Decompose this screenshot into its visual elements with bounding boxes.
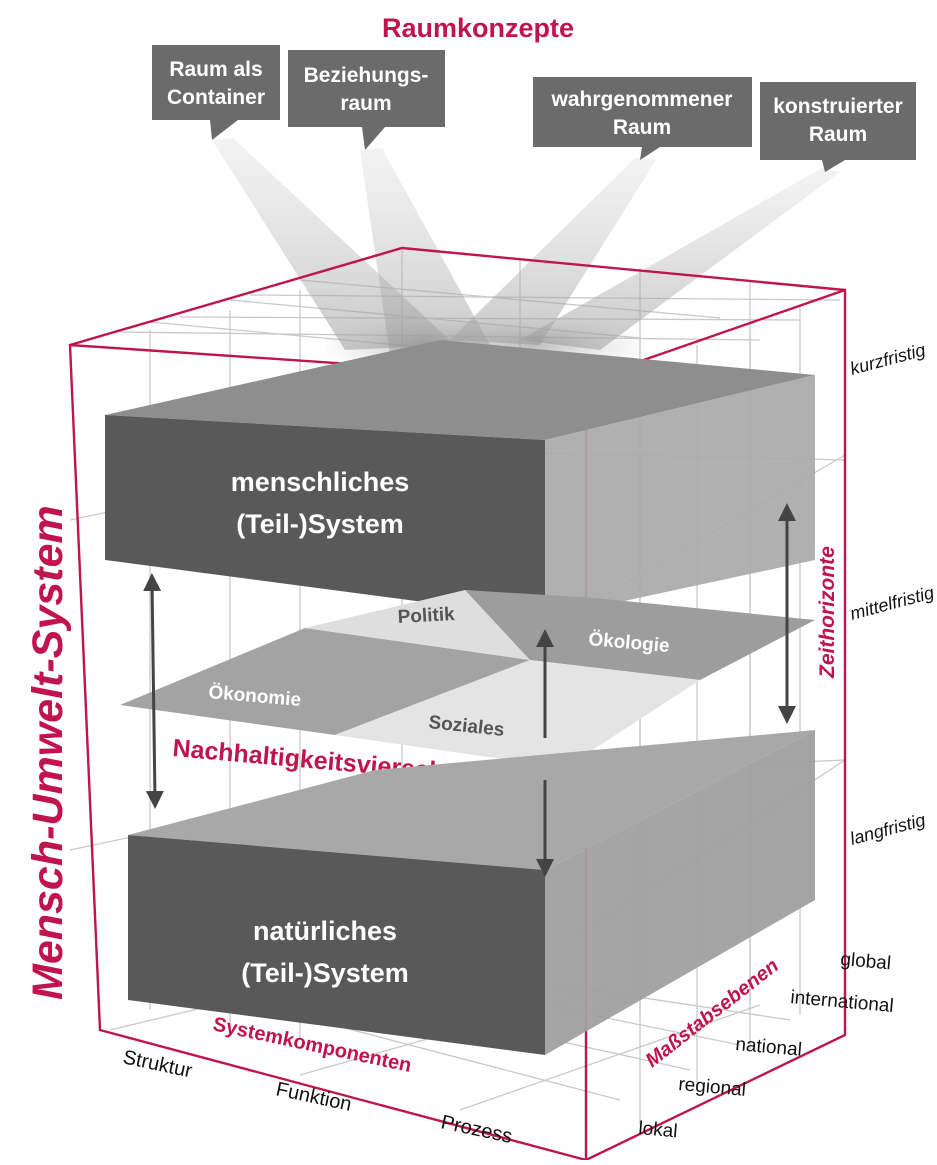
human-block-line1: menschliches: [231, 467, 410, 497]
nature-block-side: [545, 730, 815, 1055]
human-block-front: [105, 415, 545, 618]
title: Raumkonzepte: [382, 13, 574, 43]
concept-container-line2: Container: [167, 86, 265, 109]
nature-block-line2: (Teil-)System: [241, 958, 409, 988]
soziales-tile: [335, 660, 700, 768]
human-block-line2: (Teil-)System: [236, 509, 404, 539]
scale-national: national: [735, 1034, 803, 1061]
nature-block-line1: natürliches: [253, 916, 397, 946]
concept-konstruiert-line2: Raum: [809, 123, 867, 146]
concept-box-konstruiert: konstruierter Raum: [760, 82, 916, 172]
connector-arrows: [143, 503, 796, 877]
nature-system-block: natürliches (Teil-)System: [128, 730, 815, 1055]
concept-beziehung-line1: Beziehungs-: [304, 64, 429, 87]
concept-beziehung-line2: raum: [340, 92, 391, 115]
concept-container-line1: Raum als: [169, 58, 262, 81]
oekologie-tile: [465, 590, 815, 680]
nature-block-top: [128, 730, 815, 870]
component-prozess: Prozess: [439, 1111, 514, 1148]
oekonomie-tile: [120, 628, 530, 735]
scale-international: international: [790, 987, 895, 1017]
nature-block-front: [128, 835, 545, 1055]
scale-lokal: lokal: [638, 1118, 679, 1142]
human-block-top: [105, 340, 815, 440]
human-block-side: [545, 375, 815, 618]
sustainability-square: Politik Ökologie Ökonomie Soziales Nachh…: [120, 590, 815, 786]
time-langfristig: langfristig: [848, 810, 928, 849]
scale-regional: regional: [678, 1074, 747, 1101]
component-funktion: Funktion: [274, 1078, 354, 1115]
side-title: Mensch-Umwelt-System: [24, 505, 72, 1000]
concept-box-container: Raum als Container: [152, 45, 280, 140]
scale-global: global: [840, 949, 892, 974]
concept-wahrgenommen-line1: wahrgenommener: [551, 88, 733, 111]
left-double-arrow: [143, 573, 164, 809]
time-mittelfristig: mittelfristig: [848, 582, 936, 624]
concept-wahrgenommen-line2: Raum: [613, 116, 671, 139]
time-axis-label: Zeithorizonte: [816, 546, 839, 679]
politik-label: Politik: [397, 604, 455, 628]
concept-konstruiert-line1: konstruierter: [773, 95, 903, 118]
time-kurzfristig: kurzfristig: [848, 340, 928, 379]
human-system-block: menschliches (Teil-)System: [105, 340, 815, 618]
concept-box-wahrgenommen: wahrgenommener Raum: [533, 77, 752, 160]
concept-box-beziehung: Beziehungs- raum: [288, 50, 445, 150]
